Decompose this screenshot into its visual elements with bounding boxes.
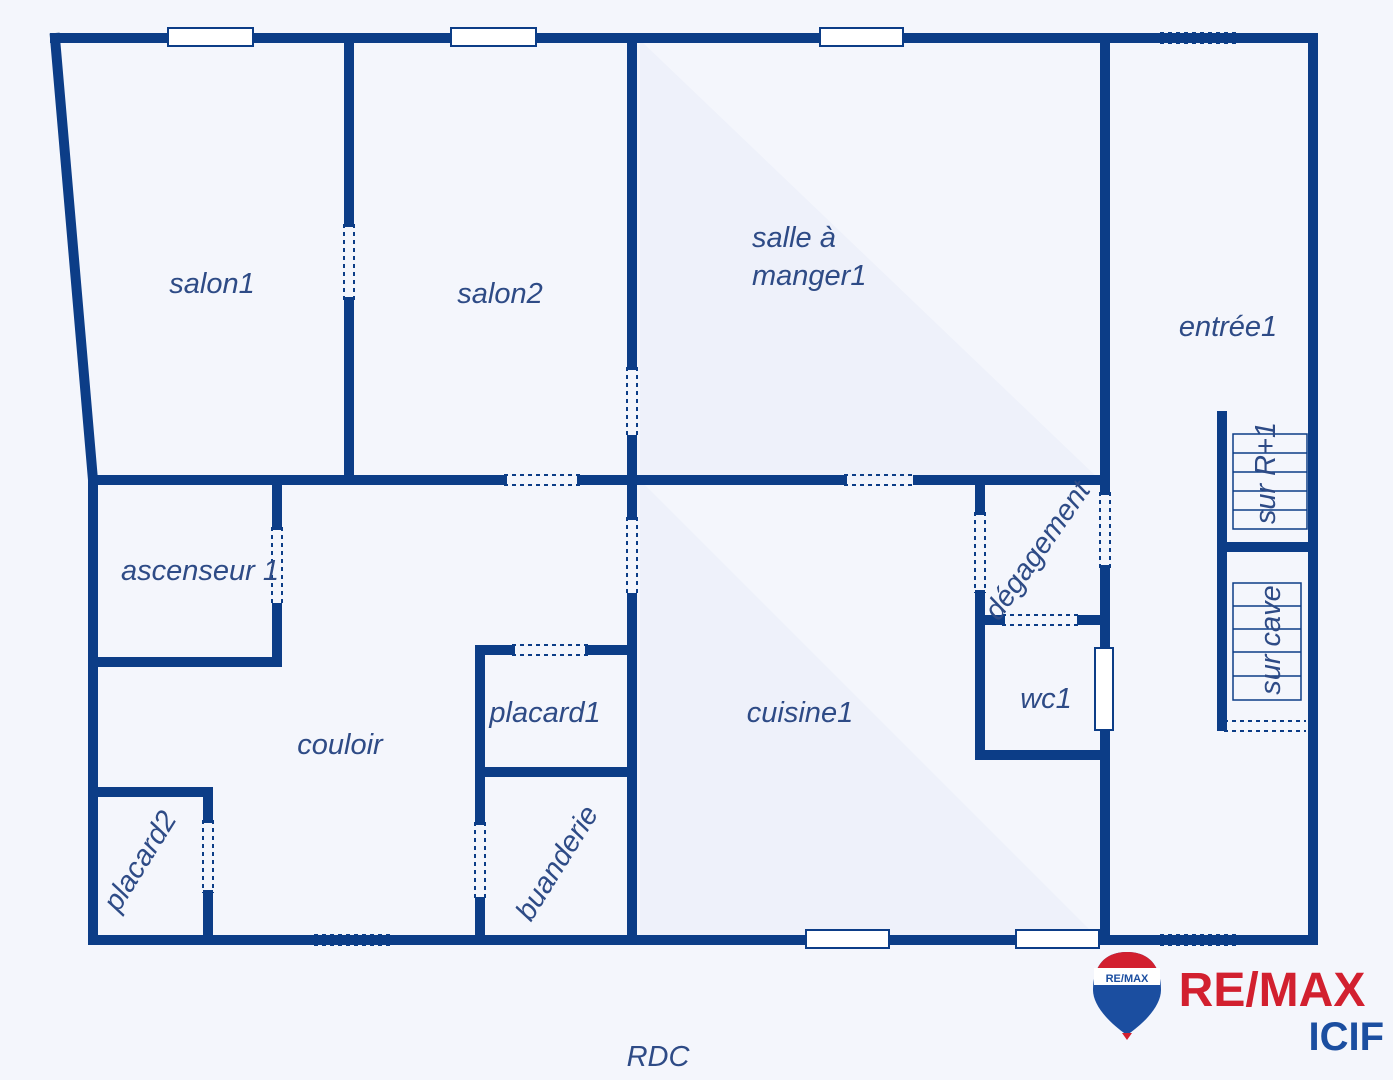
room-label-entree: entrée1 [1179, 311, 1277, 343]
door-salle-cuisine [844, 474, 916, 486]
balloon-icon: RE/MAX [1093, 952, 1161, 1040]
floor-label: RDC [627, 1041, 691, 1073]
door-couloir-cuisine [626, 517, 638, 596]
stairs-label-down: sur cave [1255, 585, 1287, 695]
door-degagement-cuisine [974, 512, 986, 593]
room-label-salon1: salon1 [169, 268, 254, 300]
window-salon2 [450, 27, 537, 47]
room-label-couloir: couloir [297, 729, 384, 761]
shade-1 [640, 40, 1100, 480]
door-salon2-salle [626, 367, 638, 438]
room-label-salon2: salon2 [457, 278, 542, 310]
remax-logo: RE/MAX RE/MAX ICIF [1093, 952, 1384, 1059]
door-openings [202, 32, 1306, 946]
shade-2 [640, 480, 1100, 940]
room-label-salle-line1: salle à [752, 222, 836, 254]
room-label-ascenseur: ascenseur 1 [121, 555, 279, 587]
stairs-label-up: sur R+1 [1250, 422, 1282, 524]
room-label-wc: wc1 [1020, 683, 1072, 715]
window-salle [819, 27, 904, 47]
window-salon1 [167, 27, 254, 47]
wall-left-slanted [49, 32, 99, 486]
door-entree-top [1160, 32, 1238, 44]
door-entree-bottom [1160, 934, 1238, 946]
window-cuisine-1 [805, 929, 890, 949]
door-stairs-bottom [1224, 720, 1306, 732]
walls [49, 32, 1318, 945]
window-wc [1094, 647, 1114, 731]
door-buanderie [474, 822, 486, 900]
door-ascenseur [271, 527, 283, 606]
balloon-text: RE/MAX [1106, 973, 1149, 985]
window-cuisine-2 [1015, 929, 1100, 949]
room-label-cuisine: cuisine1 [747, 697, 853, 729]
windows [167, 27, 1114, 949]
stairs-down [1232, 582, 1302, 701]
brand-sub: ICIF [1308, 1015, 1384, 1059]
door-wc [1002, 614, 1080, 626]
stairs-up [1232, 433, 1308, 530]
room-label-salle-line2: manger1 [752, 260, 866, 292]
room-label-placard1: placard1 [488, 697, 600, 729]
brand-name: RE/MAX [1179, 964, 1366, 1017]
